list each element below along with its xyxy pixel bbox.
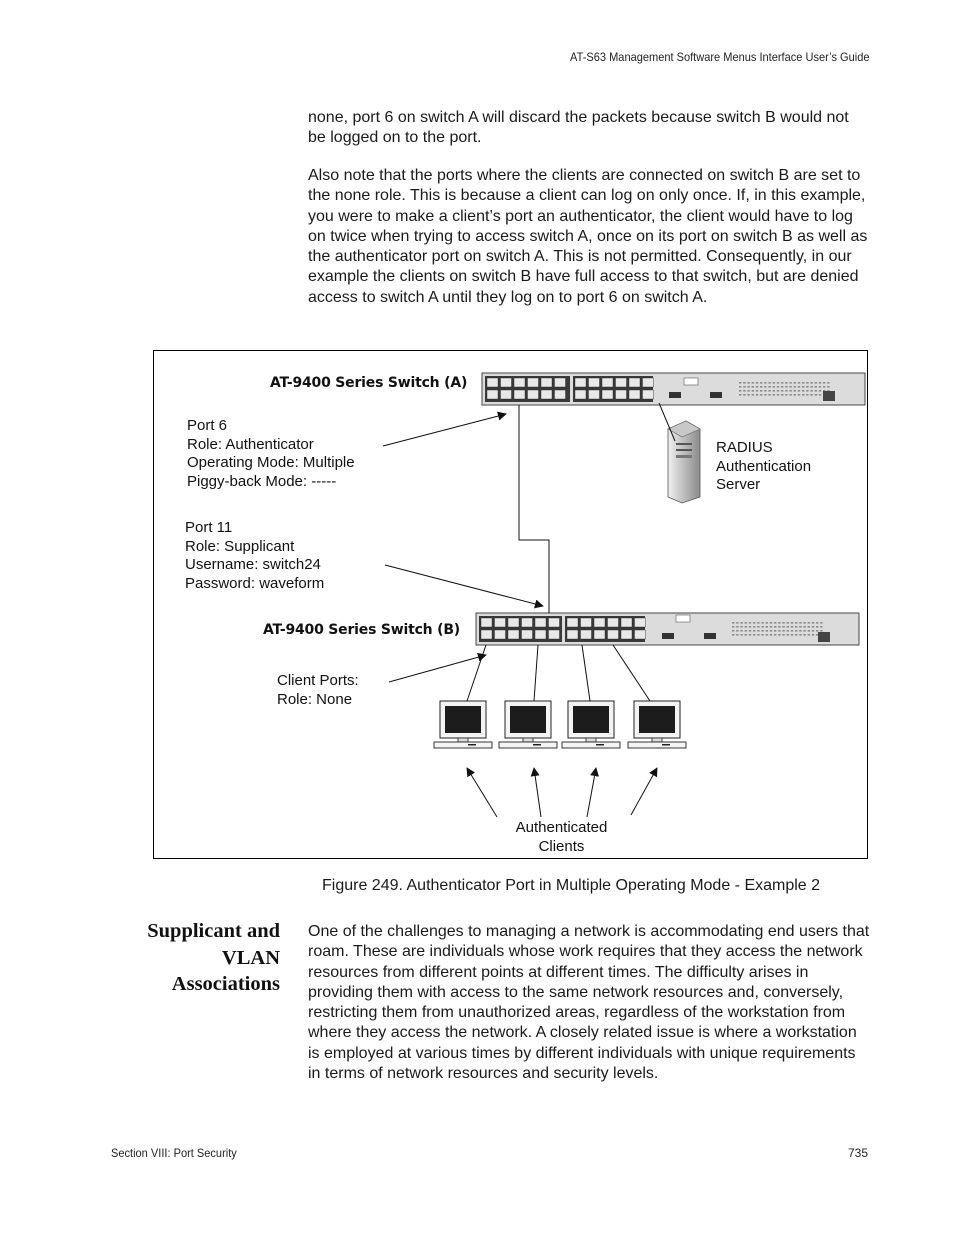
client-ports-label: Client Ports: Role: None — [277, 672, 359, 708]
client-computers — [433, 700, 687, 749]
body-paragraph-1: none, port 6 on switch A will discard th… — [308, 109, 849, 147]
radius-server-icon — [667, 420, 701, 504]
body-paragraph-2: Also note that the ports where the clien… — [308, 167, 868, 306]
switch-b-title: AT-9400 Series Switch (B) — [263, 622, 460, 638]
port11-label: Port 11 Role: Supplicant Username: switc… — [185, 519, 325, 592]
diagram-canvas — [382, 372, 866, 818]
client-computer-icon — [498, 700, 558, 749]
network-diagram: AT-9400 Series Switch (A) AT-9400 Series… — [153, 350, 868, 859]
client-computer-icon — [433, 700, 493, 749]
switch-a-title: AT-9400 Series Switch (A) — [270, 375, 468, 391]
figure-caption: Figure 249. Authenticator Port in Multip… — [322, 877, 821, 894]
client-computer-icon — [561, 700, 621, 749]
authenticated-clients-label: Authenticated Clients — [515, 819, 608, 855]
switch-b-icon — [475, 612, 860, 646]
port6-label: Port 6 Role: Authenticator Operating Mod… — [187, 417, 355, 490]
switch-a-icon — [481, 372, 866, 406]
section-paragraph: One of the challenges to managing a netw… — [308, 923, 870, 1083]
footer-page-number: 735 — [847, 1146, 868, 1160]
section-heading: Supplicant and VLAN Associations — [147, 920, 280, 995]
footer-section: Section VIII: Port Security — [111, 1146, 237, 1160]
client-computer-icon — [627, 700, 687, 749]
radius-label: RADIUS Authentication Server — [716, 439, 812, 493]
running-header: AT-S63 Management Software Menus Interfa… — [569, 50, 869, 64]
